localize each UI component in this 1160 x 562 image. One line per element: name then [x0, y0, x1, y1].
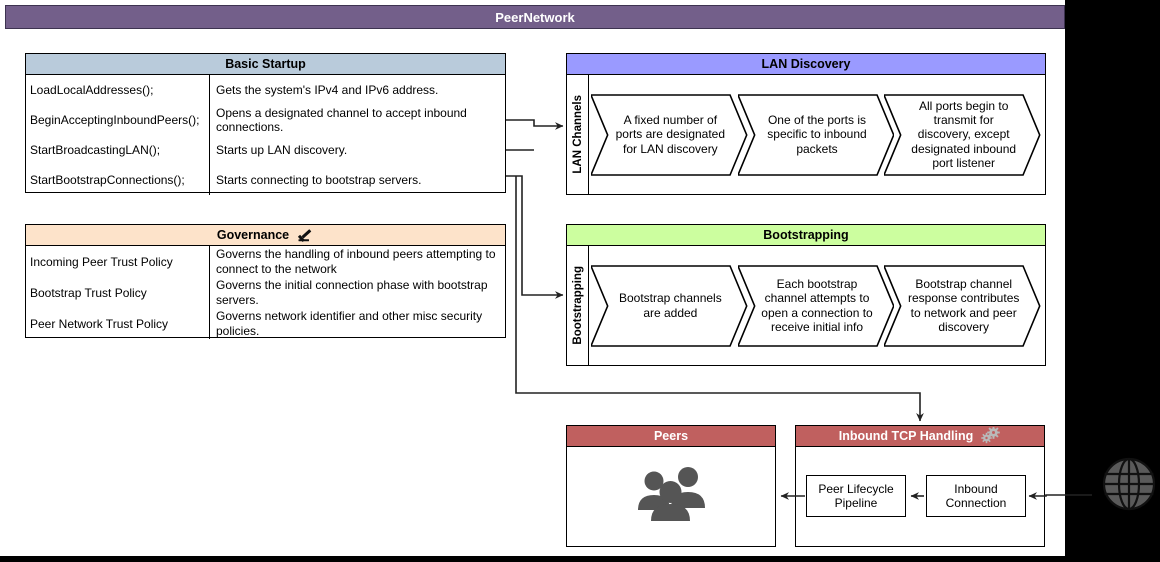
governance-header-label: Governance — [216, 228, 290, 242]
basic-startup-panel: Basic Startup LoadLocalAddresses(); Gets… — [25, 53, 506, 195]
startup-desc: Gets the system's IPv4 and IPv6 address. — [216, 82, 439, 97]
bootstrapping-step-3-label: Bootstrap channel response contributes t… — [907, 276, 1020, 334]
peer-lifecycle-pipeline-box: Peer Lifecycle Pipeline — [806, 475, 906, 517]
inbound-tcp-header-label: Inbound TCP Handling — [838, 429, 974, 443]
inbound-tcp-body: Peer Lifecycle Pipeline Inbound Connecti… — [796, 447, 1044, 546]
startup-desc: Starts connecting to bootstrap servers. — [216, 172, 422, 187]
lan-step-3-label: All ports begin to transmit for discover… — [911, 98, 1017, 171]
bootstrapping-header-label: Bootstrapping — [763, 228, 849, 242]
lan-discovery-panel: LAN Discovery LAN Channels A fixed numbe… — [566, 53, 1046, 195]
lan-chevron-row: A fixed number of ports are designated f… — [589, 75, 1045, 194]
peers-header-label: Peers — [653, 429, 689, 443]
startup-call: BeginAcceptingInboundPeers(); — [26, 105, 210, 135]
startup-desc: Starts up LAN discovery. — [216, 142, 348, 157]
governance-table: Incoming Peer Trust Policy Governs the h… — [26, 246, 505, 339]
lan-swimlane-text: LAN Channels — [571, 95, 584, 174]
basic-startup-table: LoadLocalAddresses(); Gets the system's … — [26, 75, 505, 195]
people-group-icon — [634, 466, 708, 527]
bootstrapping-step-3: Bootstrap channel response contributes t… — [884, 265, 1041, 347]
bootstrapping-step-2-label: Each bootstrap channel attempts to open … — [761, 276, 873, 334]
table-row: StartBootstrapConnections(); Starts conn… — [26, 165, 505, 195]
table-row: BeginAcceptingInboundPeers(); Opens a de… — [26, 105, 505, 135]
peers-body — [567, 447, 775, 546]
bootstrapping-body: Bootstrapping Bootstrap channels are add… — [567, 246, 1045, 365]
bootstrapping-swimlane-label: Bootstrapping — [567, 246, 589, 365]
governance-policy: Peer Network Trust Policy — [26, 308, 210, 339]
lan-step-1: A fixed number of ports are designated f… — [591, 94, 748, 176]
inbound-connection-box: Inbound Connection — [926, 475, 1026, 517]
basic-startup-header: Basic Startup — [26, 54, 505, 75]
startup-call: StartBroadcastingLAN(); — [26, 135, 210, 165]
lan-step-3: All ports begin to transmit for discover… — [884, 94, 1041, 176]
lan-discovery-header: LAN Discovery — [567, 54, 1045, 75]
basic-startup-header-label: Basic Startup — [225, 57, 306, 71]
table-row: Incoming Peer Trust Policy Governs the h… — [26, 246, 505, 277]
peer-lifecycle-pipeline-label: Peer Lifecycle Pipeline — [818, 481, 894, 510]
lan-step-2-label: One of the ports is specific to inbound … — [767, 112, 867, 156]
governance-desc: Governs network identifier and other mis… — [216, 309, 483, 338]
startup-call: StartBootstrapConnections(); — [26, 165, 210, 195]
governance-desc: Governs the handling of inbound peers at… — [216, 247, 496, 276]
governance-desc: Governs the initial connection phase wit… — [216, 278, 488, 307]
lan-step-1-label: A fixed number of ports are designated f… — [615, 112, 726, 156]
bootstrapping-chevron-row: Bootstrap channels are added Each bootst… — [589, 246, 1045, 365]
table-row: Peer Network Trust Policy Governs networ… — [26, 308, 505, 339]
inbound-connection-label: Inbound Connection — [945, 481, 1007, 510]
bootstrapping-panel: Bootstrapping Bootstrapping Bootstrap ch… — [566, 224, 1046, 366]
lan-step-2: One of the ports is specific to inbound … — [737, 94, 895, 176]
bootstrapping-header: Bootstrapping — [567, 225, 1045, 246]
startup-desc: Opens a designated channel to accept inb… — [216, 105, 467, 134]
gears-icon — [981, 427, 1001, 445]
governance-header: Governance — [26, 225, 505, 246]
bootstrapping-step-2: Each bootstrap channel attempts to open … — [737, 265, 895, 347]
governance-policy: Bootstrap Trust Policy — [26, 277, 210, 308]
table-row: Bootstrap Trust Policy Governs the initi… — [26, 277, 505, 308]
inbound-tcp-panel: Inbound TCP Handling — [795, 425, 1045, 547]
table-row: LoadLocalAddresses(); Gets the system's … — [26, 75, 505, 105]
lan-discovery-header-label: LAN Discovery — [761, 57, 851, 71]
bootstrapping-step-1: Bootstrap channels are added — [591, 265, 748, 347]
startup-call: LoadLocalAddresses(); — [26, 75, 210, 105]
peers-panel: Peers — [566, 425, 776, 547]
governance-panel: Governance Incoming Peer Trust Policy Go… — [25, 224, 506, 339]
table-row: StartBroadcastingLAN(); Starts up LAN di… — [26, 135, 505, 165]
lan-discovery-body: LAN Channels A fixed number of ports are… — [567, 75, 1045, 194]
globe-icon — [1100, 455, 1158, 513]
page-title-label: PeerNetwork — [495, 9, 575, 25]
bootstrapping-swimlane-text: Bootstrapping — [571, 266, 584, 345]
governance-policy: Incoming Peer Trust Policy — [26, 246, 210, 277]
page-title: PeerNetwork — [5, 5, 1065, 29]
inbound-tcp-header: Inbound TCP Handling — [796, 426, 1044, 447]
peers-header: Peers — [567, 426, 775, 447]
gavel-icon — [297, 228, 314, 243]
bootstrapping-step-1-label: Bootstrap channels are added — [618, 291, 722, 320]
lan-swimlane-label: LAN Channels — [567, 75, 589, 194]
